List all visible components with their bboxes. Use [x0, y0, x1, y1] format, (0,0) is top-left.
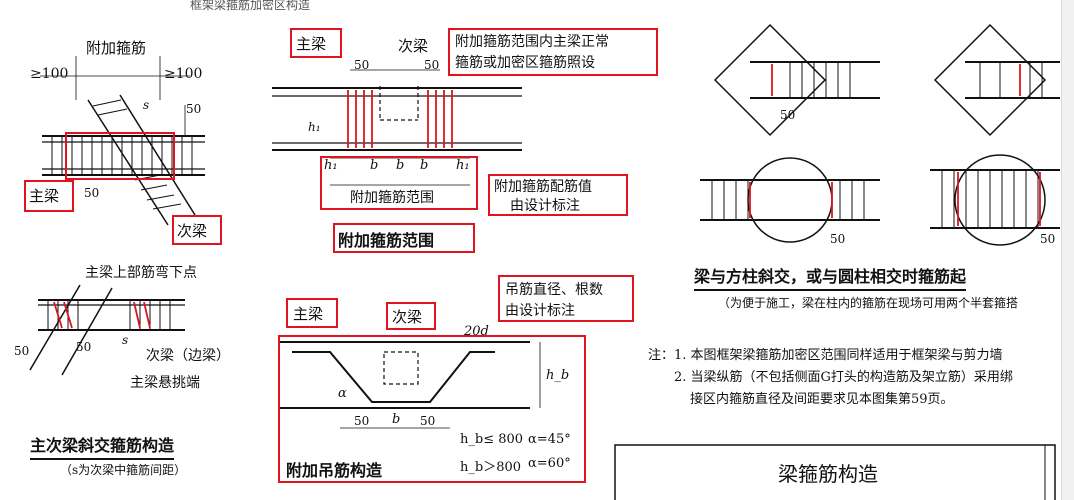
table-frame [614, 444, 1056, 500]
note-value-line1: 附加箍筋配筋值 [494, 179, 592, 195]
dim-b3: b [420, 158, 429, 173]
right-subtitle: （为便于施工，梁在柱内的箍筋在现场可用两个半套箍搭 [718, 296, 1019, 310]
middle-bottom-title: 附加吊筋构造 [286, 461, 383, 480]
dim-20d: 20d [464, 324, 489, 339]
highlight-range-title [333, 223, 475, 253]
right-title: 梁与方柱斜交，或与圆柱相交时箍筋起 [694, 263, 967, 291]
dim-50-r2: 50 [830, 232, 846, 246]
highlight-main-beam-bottom [286, 298, 338, 328]
label-range: 附加箍筋范围 [350, 190, 434, 206]
dim-50-mb-left: 50 [354, 414, 370, 428]
note-hanger-line2: 由设计标注 [505, 303, 575, 319]
dim-hb: h_b [546, 368, 570, 383]
dim-b2: b [396, 158, 405, 173]
top-fragment-text: 框架梁箍筋加密区构造 [190, 0, 311, 12]
dim-s-top: s [143, 98, 150, 112]
label-alpha: α [338, 386, 347, 401]
label-main-beam-left: 主梁 [29, 187, 60, 205]
label-main-beam-bottom: 主梁 [293, 305, 324, 323]
left-top-drawing [40, 56, 205, 226]
note-line3: 接区内箍筋直径及间距要求见本图集第59页。 [690, 392, 954, 407]
dim-50-lb1: 50 [14, 344, 30, 358]
dim-50-mt-left: 50 [354, 58, 370, 72]
dim-50-left: 50 [84, 186, 100, 200]
scrollbar[interactable] [1061, 0, 1074, 500]
dim-50-lb2: 50 [76, 340, 92, 354]
note-value-line2: 由设计标注 [510, 198, 580, 214]
left-title: 主次梁斜交箍筋构造 [30, 432, 175, 460]
label-extra-stirrup: 附加箍筋 [86, 39, 147, 57]
label-secondary-beam-bottom: 次梁 [392, 308, 423, 326]
dim-b1: b [370, 158, 379, 173]
note-top-line2: 箍筋或加密区箍筋照设 [455, 55, 595, 71]
note-line1: 注：1. 本图框架梁箍筋加密区范围同样适用于框架梁与剪力墙 [648, 348, 1003, 363]
right-top-drawing [713, 23, 1060, 137]
label-secondary-beam-left: 次梁 [177, 222, 208, 240]
dim-b-mb: b [392, 412, 401, 427]
dim-ge100-right: ≥100 [164, 66, 203, 82]
dim-s-bottom: s [122, 333, 129, 347]
dim-50-top: 50 [186, 102, 202, 116]
highlight-main-beam-left [65, 132, 175, 180]
dim-50-mb-right: 50 [420, 414, 436, 428]
note-line2: 2. 当梁纵筋（不包括侧面G打头的构造筋及架立筋）采用绑 [674, 370, 1013, 385]
dim-h1-left: h₁ [308, 120, 321, 134]
label-main-beam-top: 主梁 [296, 35, 327, 53]
highlight-secondary-bottom [386, 302, 436, 330]
note-top-line1: 附加箍筋范围内主梁正常 [455, 34, 609, 50]
right-mid-drawing [700, 154, 1060, 246]
label-cantilever: 主梁悬挑端 [130, 375, 200, 391]
dim-50-r1: 50 [780, 108, 796, 122]
dim-h1-bottom: h₁ [324, 158, 338, 173]
highlight-range-dims [320, 156, 478, 210]
highlight-label-main-beam-left [24, 180, 74, 212]
red-highlights [53, 64, 1041, 329]
cond2: h_b＞800 [460, 460, 522, 475]
highlight-value-note [488, 174, 628, 216]
dim-50-mt-right: 50 [424, 58, 440, 72]
middle-top-title: 附加箍筋范围 [338, 231, 435, 250]
label-secondary-beam-top: 次梁 [398, 37, 429, 55]
dim-ge100-left: ≥100 [30, 66, 69, 82]
highlight-label-secondary-left [172, 215, 222, 245]
middle-bottom-drawing [280, 341, 541, 429]
dim-50-r3: 50 [1040, 232, 1056, 246]
label-bend-point: 主梁上部筋弯下点 [85, 265, 197, 281]
highlight-hanger-section [278, 335, 586, 483]
table-title: 梁箍筋构造 [778, 462, 878, 486]
cond1: h_b≤ 800 [460, 432, 524, 447]
highlight-note-top [448, 28, 658, 76]
dim-h1-right: h₁ [456, 158, 470, 173]
middle-top-drawing [272, 69, 522, 186]
left-subtitle: （s为次梁中箍筋间距） [60, 463, 187, 477]
label-secondary-edge: 次梁（边梁） [146, 348, 230, 364]
highlight-hanger-note [498, 275, 634, 322]
cond2-alpha: α=60° [528, 456, 571, 471]
note-hanger-line1: 吊筋直径、根数 [505, 282, 603, 298]
cond1-alpha: α=45° [528, 432, 571, 447]
highlight-main-beam-top [290, 28, 342, 58]
